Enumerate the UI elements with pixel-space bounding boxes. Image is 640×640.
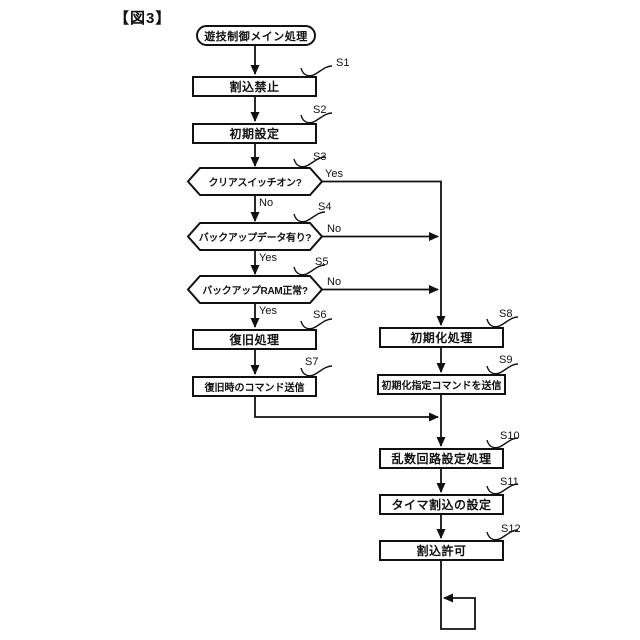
step-label-s9: S9: [499, 354, 513, 366]
branch-label-s5-yes: Yes: [259, 305, 277, 317]
node-start-terminal: 遊技制御メイン処理: [196, 25, 316, 46]
step-label-s7: S7: [305, 356, 319, 368]
leader-s11: [486, 483, 519, 495]
decision-s3-shape: [186, 167, 324, 196]
leader-s5: [293, 264, 326, 276]
step-label-s4: S4: [318, 201, 332, 213]
leader-s7: [300, 365, 333, 377]
connector-s3-yes-s8: [322, 180, 446, 326]
leader-s8: [486, 316, 519, 328]
leader-s2: [300, 112, 333, 124]
node-s11-process: タイマ割込の設定: [379, 494, 504, 515]
connector-s12-loop: [440, 561, 476, 630]
node-s4-decision: バックアップデータ有り?: [198, 233, 312, 244]
leader-s10: [486, 437, 519, 449]
node-s6-process: 復旧処理: [192, 329, 317, 350]
decision-s4-shape: [186, 222, 324, 251]
leader-s6: [300, 318, 333, 330]
node-s9-process: 初期化指定コマンドを送信: [377, 374, 506, 395]
node-s7-process: 復旧時のコマンド送信: [192, 376, 317, 397]
node-s8-process: 初期化処理: [379, 327, 504, 348]
node-s1-process: 割込禁止: [192, 76, 317, 97]
step-label-s8: S8: [499, 308, 513, 320]
connector-s7-join: [254, 397, 439, 422]
node-s2-process: 初期設定: [192, 123, 317, 144]
leader-s12: [486, 529, 519, 541]
branch-label-s4-yes: Yes: [259, 252, 277, 264]
node-s3-decision: クリアスイッチオン?: [208, 178, 302, 189]
step-label-s3: S3: [313, 151, 327, 163]
step-label-s2: S2: [313, 104, 327, 116]
node-s10-process: 乱数回路設定処理: [379, 448, 504, 469]
branch-label-s5-no: No: [327, 276, 342, 288]
decision-s5-shape: [186, 275, 324, 304]
branch-label-s3-yes: Yes: [325, 168, 343, 180]
step-label-s6: S6: [313, 309, 327, 321]
leader-s1: [300, 65, 333, 77]
branch-label-s3-no: No: [259, 197, 274, 209]
step-label-s1: S1: [336, 57, 350, 69]
step-label-s11: S11: [500, 476, 519, 488]
branch-label-s4-no: No: [327, 223, 342, 235]
step-label-s5: S5: [315, 256, 329, 268]
leader-s3: [293, 156, 326, 168]
step-label-s12: S12: [501, 523, 521, 535]
figure-label: 【図3】: [114, 10, 172, 27]
node-s5-decision: バックアップRAM正常?: [202, 286, 308, 297]
leader-s4: [293, 211, 326, 223]
leader-s9: [486, 363, 519, 375]
step-label-s10: S10: [500, 430, 520, 442]
node-s12-process: 割込許可: [379, 540, 504, 561]
